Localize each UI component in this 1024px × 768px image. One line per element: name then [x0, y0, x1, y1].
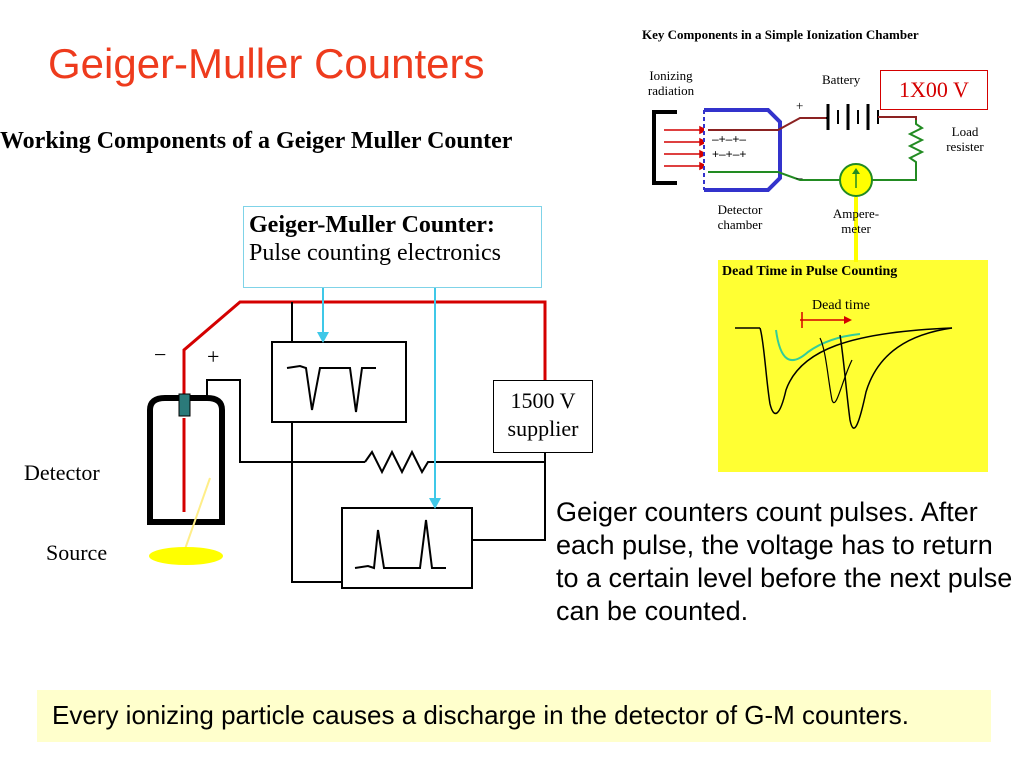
load-resister-label: Load resister: [934, 124, 996, 154]
pulse-3: [819, 337, 853, 404]
load-resistor: [872, 120, 925, 181]
power-supply-box: 1500 V supplier: [493, 380, 593, 453]
charges-line-1: –+–+–: [712, 132, 747, 146]
charges-line-2: +–+–+: [712, 147, 747, 161]
battery: [826, 104, 879, 130]
load-line-2: resister: [946, 139, 984, 154]
detector-tube: [147, 395, 225, 525]
load-line-1: Load: [951, 124, 979, 139]
pulse-1: [759, 327, 953, 415]
radiation-arrows: [664, 125, 708, 171]
detector-chamber-label: Detector chamber: [704, 202, 776, 232]
detector-chamber-line-2: chamber: [717, 217, 763, 232]
ion-charges: –+–+– +–+–+: [712, 132, 746, 162]
hv-wire: [182, 300, 547, 395]
minus-label: −: [154, 342, 167, 367]
oscilloscope-2: [341, 507, 473, 589]
oscilloscope-1: [271, 341, 407, 423]
dead-time-label: Dead time: [812, 298, 870, 313]
detector-label: Detector: [24, 460, 100, 485]
detector-chamber-line-1: Detector: [717, 202, 763, 217]
ionizing-radiation-label: Ionizing radiation: [634, 68, 708, 98]
minus-terminal: –: [796, 170, 803, 185]
detector-cap: [178, 393, 191, 417]
resistor: [364, 449, 546, 475]
pulse-2: [839, 327, 953, 429]
ionizing-line-1: Ionizing: [649, 68, 693, 83]
battery-label: Battery: [822, 72, 861, 87]
ammeter-line-2: meter: [841, 221, 871, 236]
ammeter-label: Ampere- meter: [820, 206, 892, 236]
radiation-track: [183, 477, 211, 553]
plus-terminal: +: [796, 98, 804, 113]
scope-2-trace: [354, 519, 446, 570]
supply-voltage: 1500 V: [510, 388, 576, 413]
ground-wire: [291, 422, 342, 583]
dead-time-title: Dead Time in Pulse Counting: [722, 264, 898, 279]
gm-box-heading: Geiger-Muller Counter:: [249, 212, 495, 238]
scope-1-trace: [286, 364, 376, 413]
slide-title: Geiger-Muller Counters: [48, 40, 485, 87]
supply-label: supplier: [507, 416, 579, 441]
gm-electronics-box: Geiger-Muller Counter: Pulse counting el…: [243, 206, 542, 288]
summary-banner: Every ionizing particle causes a dischar…: [37, 690, 991, 742]
voltage-box: 1X00 V: [880, 70, 988, 110]
radiation-source: [149, 547, 223, 565]
dead-time-panel: [718, 260, 988, 472]
plus-label: +: [207, 344, 220, 369]
recovery-curve: [775, 329, 861, 362]
supply-return-wire: [472, 462, 546, 541]
ammeter-line-1: Ampere-: [832, 206, 880, 221]
source-label: Source: [46, 540, 108, 565]
ionizing-line-2: radiation: [647, 83, 695, 98]
cathode-wire: [206, 379, 365, 463]
gm-box-text: Pulse counting electronics: [249, 240, 501, 266]
key-diagram-title: Key Components in a Simple Ionization Ch…: [642, 27, 919, 42]
body-paragraph: Geiger counters count pulses. After each…: [556, 497, 1013, 626]
radiation-source-bracket: [652, 110, 677, 185]
slide-subtitle: Working Components of a Geiger Muller Co…: [0, 128, 513, 154]
